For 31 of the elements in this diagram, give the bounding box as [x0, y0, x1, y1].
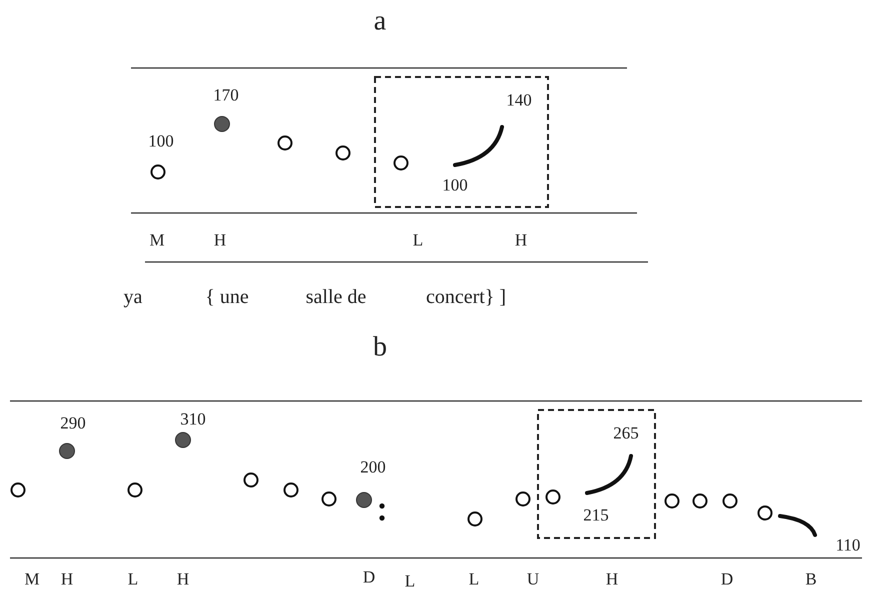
tone-label: L: [128, 570, 138, 590]
tone-label: H: [60, 570, 74, 590]
panel-letter: b: [373, 332, 387, 364]
syllable-text: ya: [124, 286, 142, 308]
pitch-value: 140: [506, 92, 532, 110]
pitch-value: 265: [613, 424, 639, 444]
tone-label: B: [805, 570, 817, 590]
syllable-text: salle de: [306, 286, 366, 308]
tone-label: D: [720, 570, 734, 590]
tone-label: U: [526, 570, 540, 590]
syllable-text: { une: [205, 286, 249, 308]
tone-label: L: [404, 572, 416, 592]
tone-label: H: [606, 570, 618, 590]
syllable-text: concert} ]: [426, 286, 506, 308]
tone-label: L: [412, 232, 424, 250]
pitch-value: 100: [442, 176, 468, 196]
tone-label: M: [149, 232, 165, 250]
pitch-value: 215: [583, 506, 609, 526]
tone-label: D: [362, 568, 376, 588]
tone-label: L: [468, 570, 480, 590]
panel-letter: a: [374, 6, 386, 38]
tone-label: H: [214, 232, 226, 250]
tone-label: M: [24, 570, 40, 590]
pitch-value: 200: [360, 458, 386, 478]
pitch-value: 310: [180, 410, 206, 430]
tone-label: H: [176, 570, 190, 590]
pitch-value: 100: [148, 132, 174, 152]
pitch-value: 170: [213, 86, 239, 106]
pitch-value: 290: [60, 414, 86, 434]
tone-label: H: [514, 232, 528, 250]
pitch-value: 110: [836, 536, 860, 556]
